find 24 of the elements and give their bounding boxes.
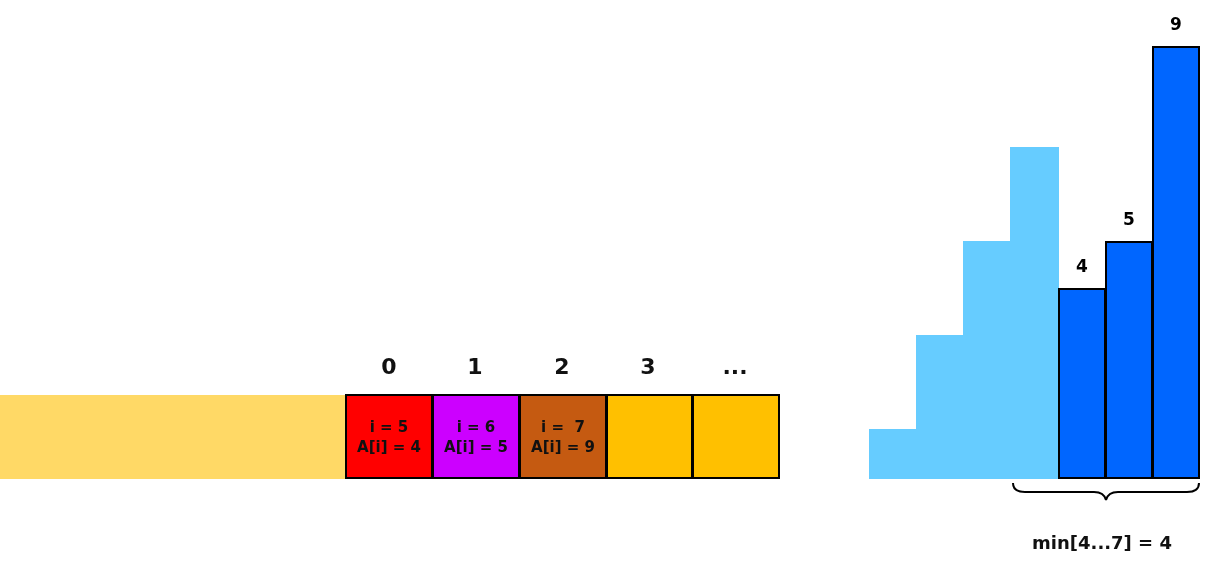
index-label: ... bbox=[722, 354, 748, 379]
index-label: 0 bbox=[381, 354, 397, 379]
cell-text: A[i] = 5 bbox=[444, 436, 508, 457]
bar-value: 5 bbox=[1123, 209, 1135, 229]
bar-value: 4 bbox=[1076, 256, 1088, 276]
array-cell bbox=[345, 394, 433, 479]
array-cell bbox=[606, 394, 693, 479]
histogram-bar bbox=[1010, 147, 1059, 479]
array-cell bbox=[519, 394, 607, 479]
histogram-bar bbox=[916, 335, 964, 479]
cell-text: A[i] = 4 bbox=[357, 436, 421, 457]
array-cell bbox=[692, 394, 780, 479]
array-cell bbox=[432, 394, 520, 479]
array-bar bbox=[0, 395, 346, 479]
index-label: 1 bbox=[467, 354, 483, 379]
cell-text: A[i] = 9 bbox=[531, 436, 595, 457]
index-label: 2 bbox=[554, 354, 570, 379]
cell-text: i = 5 bbox=[369, 416, 409, 437]
histogram-bar bbox=[869, 429, 917, 479]
cell-text: i = 7 bbox=[541, 416, 585, 437]
index-label: 3 bbox=[640, 354, 656, 379]
cell-text: i = 6 bbox=[456, 416, 496, 437]
range-min-label: min[4...7] = 4 bbox=[1032, 532, 1172, 553]
bar-value: 9 bbox=[1170, 14, 1182, 34]
